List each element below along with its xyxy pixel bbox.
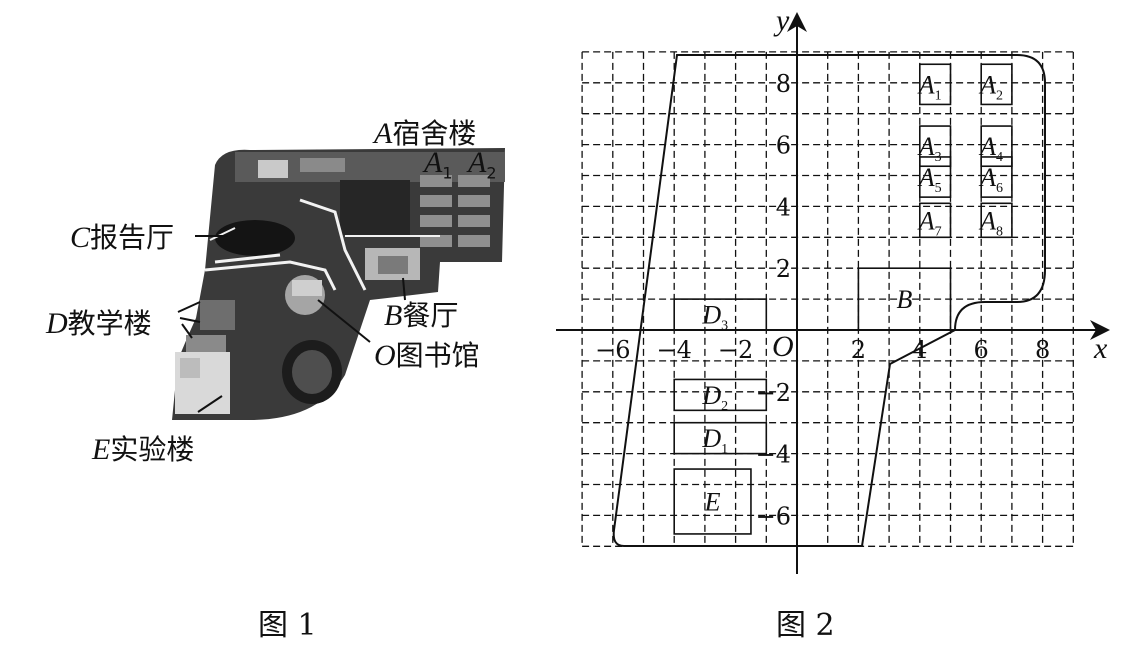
label-d-teaching-building: D教学楼	[46, 307, 152, 340]
x-tick-label: 2	[851, 336, 866, 364]
building-subscript: 6	[996, 181, 1003, 196]
building-label-a6: A6	[978, 163, 1003, 196]
origin-label: O	[772, 330, 794, 363]
building-a7	[918, 202, 952, 239]
building-a2	[980, 63, 1013, 106]
y-axis-label: y	[776, 4, 790, 37]
y-tick-label: 2	[776, 255, 791, 283]
building-d2	[673, 378, 768, 412]
label-o-library: O图书馆	[374, 339, 480, 372]
y-tick-label: −6	[756, 502, 791, 530]
building-subscript: 7	[935, 224, 942, 239]
building-a6	[980, 156, 1013, 198]
label-a2: A2	[468, 146, 497, 183]
x-tick-label: −2	[718, 336, 753, 364]
label-a1: A1	[424, 146, 453, 183]
x-tick-label: −6	[595, 336, 630, 364]
building-subscript: 3	[721, 319, 728, 334]
building-subscript: 8	[996, 224, 1003, 239]
building-subscript: 1	[721, 442, 728, 457]
x-tick-label: 8	[1035, 336, 1050, 364]
building-a4	[980, 125, 1013, 168]
building-subscript: 2	[996, 88, 1003, 103]
building-label-b: B	[897, 285, 913, 314]
y-tick-label: −4	[756, 441, 791, 469]
figure-1-caption: 图 1	[258, 608, 317, 643]
x-axis-label: x	[1094, 332, 1108, 365]
building-label-a2: A2	[978, 70, 1003, 103]
label-e-lab-building: E实验楼	[92, 433, 195, 466]
building-a8	[980, 202, 1013, 239]
label-a-dormitory: A宿舍楼	[374, 117, 477, 150]
x-tick-label: −4	[657, 336, 692, 364]
label-c-lecture-hall: C报告厅	[70, 221, 175, 254]
building-a5	[918, 156, 952, 198]
building-label-a5: A5	[917, 163, 942, 196]
building-label-a1: A1	[917, 70, 942, 103]
x-tick-label: 4	[912, 336, 927, 364]
building-b	[857, 267, 952, 331]
y-tick-label: 8	[776, 70, 791, 98]
building-a1	[918, 63, 952, 106]
building-label-a7: A7	[917, 206, 942, 239]
building-subscript: 5	[935, 181, 942, 196]
y-tick-label: 6	[776, 132, 791, 160]
building-label-e: E	[704, 487, 721, 516]
tick-labels: −6 −4 −2 2 4 6 8 8 6 4 2 −2 −4 −6	[595, 70, 1050, 531]
campus-photo	[172, 148, 505, 420]
y-tick-label: 4	[776, 193, 791, 221]
label-b-canteen: B餐厅	[384, 299, 459, 332]
y-tick-label: −2	[756, 379, 791, 407]
building-label-d1: D1	[701, 424, 728, 457]
building-subscript: 2	[721, 399, 728, 414]
building-subscript: 1	[935, 88, 942, 103]
building-e	[673, 468, 752, 535]
campus-boundary	[612, 54, 1046, 547]
building-d1	[673, 421, 768, 455]
building-label-d2: D2	[701, 381, 728, 414]
building-d3	[673, 298, 768, 331]
figure-2-caption: 图 2	[776, 608, 835, 643]
building-label-d3: D3	[701, 301, 728, 334]
building-a3	[918, 125, 952, 168]
x-tick-label: 6	[974, 336, 989, 364]
building-label-a8: A8	[978, 206, 1003, 239]
